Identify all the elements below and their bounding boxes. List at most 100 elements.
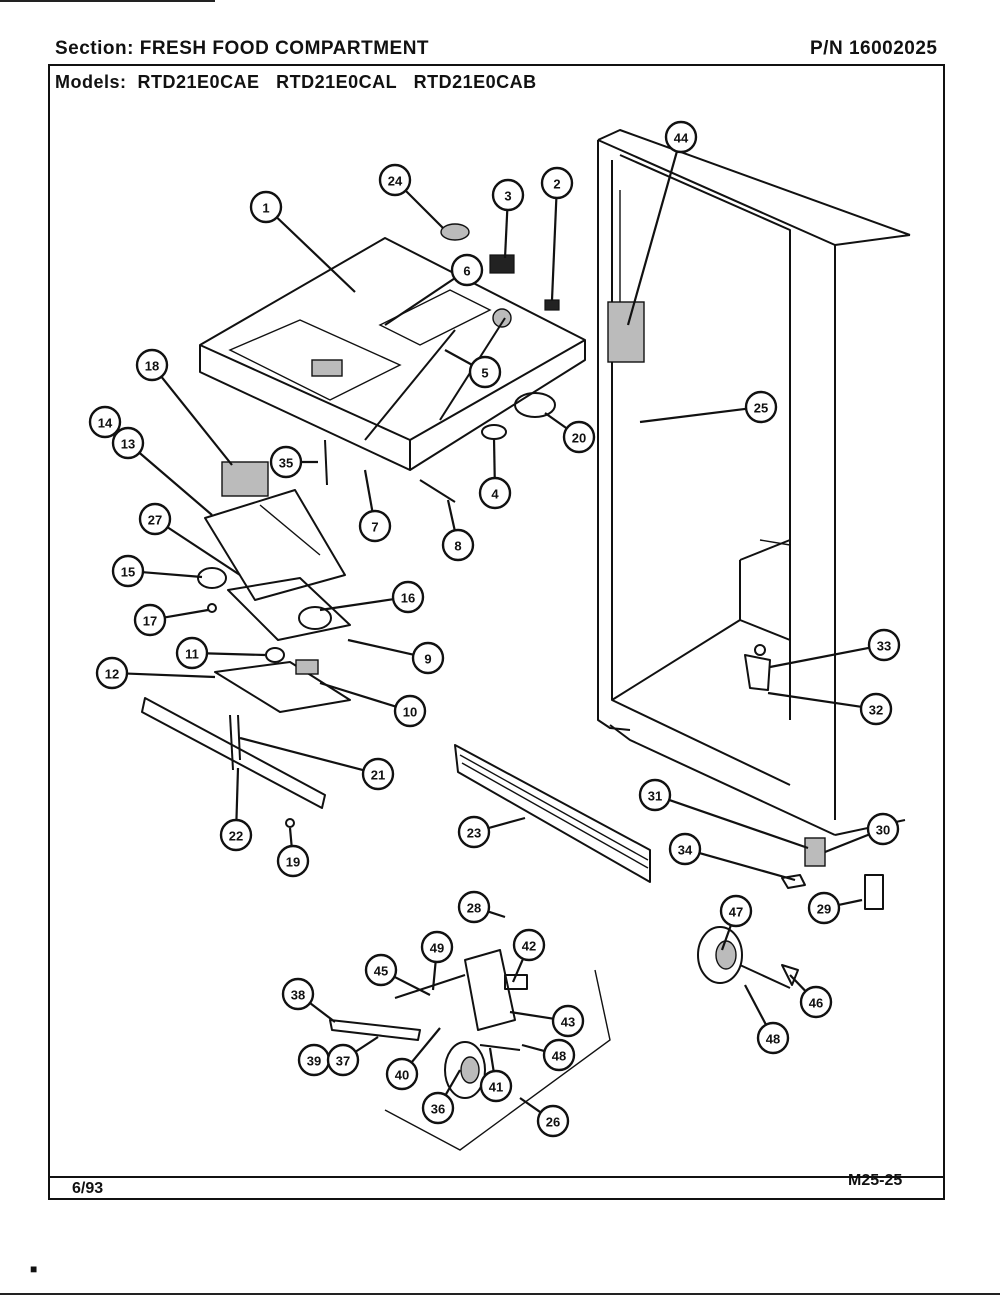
callout-number: 3 — [504, 189, 511, 204]
callout-circle — [385, 1057, 419, 1091]
callout-21: 21 — [361, 757, 395, 791]
callout-5: 5 — [468, 355, 502, 389]
leader-line-44 — [626, 151, 678, 326]
hinge-block — [607, 301, 645, 363]
callout-27: 27 — [138, 502, 172, 536]
callout-number: 12 — [105, 667, 119, 682]
callout-31: 31 — [638, 778, 672, 812]
callout-number: 45 — [374, 964, 388, 979]
leader-line-47 — [720, 924, 732, 951]
leader-line-22 — [235, 767, 240, 821]
callout-2: 2 — [540, 166, 574, 200]
callout-14: 14 — [88, 405, 122, 439]
callout-34: 34 — [668, 832, 702, 866]
callout-circle — [249, 190, 283, 224]
leader-line-18 — [160, 376, 233, 466]
callout-number: 37 — [336, 1054, 350, 1069]
callout-number: 30 — [876, 823, 890, 838]
callout-36: 36 — [421, 1091, 455, 1125]
leader-line-25 — [639, 407, 747, 424]
callout-number: 14 — [98, 416, 113, 431]
callout-25: 25 — [744, 390, 778, 424]
callout-48: 48 — [756, 1021, 790, 1055]
leader-lines — [126, 151, 870, 1114]
callout-number: 5 — [481, 366, 488, 381]
callout-9: 9 — [411, 641, 445, 675]
callout-29: 29 — [807, 891, 841, 925]
callout-circle — [138, 502, 172, 536]
part-15 — [197, 567, 227, 589]
leader-line-40 — [410, 1027, 441, 1064]
knob-24 — [440, 223, 470, 241]
callout-circle — [478, 476, 512, 510]
leader-line-36 — [444, 1069, 461, 1096]
model-1: RTD21E0CAE — [137, 72, 260, 92]
callout-46: 46 — [799, 985, 833, 1019]
section-label: Section: — [55, 38, 134, 59]
control-window — [311, 359, 343, 377]
leader-line-29 — [838, 898, 863, 906]
leader-line-27 — [166, 526, 241, 576]
part-18 — [221, 461, 269, 497]
part-number: P/N 16002025 — [810, 38, 938, 59]
link-37 — [329, 1019, 421, 1041]
callout-39: 39 — [297, 1043, 331, 1077]
callout-circle — [95, 656, 129, 690]
leader-line-45 — [393, 975, 431, 996]
diagram-code: M25-25 — [848, 1172, 903, 1189]
leader-line-17 — [164, 608, 209, 619]
callout-30: 30 — [866, 812, 900, 846]
callout-number: 31 — [648, 789, 662, 804]
callout-number: 18 — [145, 359, 159, 374]
callout-23: 23 — [457, 815, 491, 849]
leader-line-33 — [769, 646, 870, 669]
part-8 — [419, 479, 456, 503]
bracket-43 — [464, 949, 516, 1031]
leader-line-19 — [288, 827, 293, 847]
callout-number: 10 — [403, 705, 417, 720]
callout-37: 37 — [326, 1043, 360, 1077]
callout-number: 25 — [754, 401, 768, 416]
callout-circle — [468, 355, 502, 389]
callout-circle — [536, 1104, 570, 1138]
callout-47: 47 — [719, 894, 753, 928]
callout-44: 44 — [664, 120, 698, 154]
callout-number: 16 — [401, 591, 415, 606]
callout-circle — [358, 509, 392, 543]
callout-circle — [391, 580, 425, 614]
callout-number: 6 — [463, 264, 470, 279]
callout-number: 13 — [121, 437, 135, 452]
callout-circle — [175, 636, 209, 670]
callout-35: 35 — [269, 445, 303, 479]
callout-circle — [135, 348, 169, 382]
callout-circle — [281, 977, 315, 1011]
callout-number: 29 — [817, 902, 831, 917]
callout-15: 15 — [111, 554, 145, 588]
leader-line-12 — [126, 672, 216, 679]
callout-number: 1 — [262, 201, 269, 216]
callout-circle — [111, 554, 145, 588]
callout-number: 39 — [307, 1054, 321, 1069]
model-2: RTD21E0CAL — [276, 72, 398, 92]
leader-line-9 — [347, 638, 414, 656]
callout-48: 48 — [542, 1038, 576, 1072]
leader-line-42 — [511, 958, 525, 983]
callout-circle — [411, 641, 445, 675]
leader-line-32 — [767, 691, 862, 708]
roller-assembly-drawing — [329, 926, 799, 1151]
callout-number: 44 — [674, 131, 689, 146]
leader-line-4 — [492, 437, 496, 479]
callout-circle — [562, 420, 596, 454]
control-housing-drawing — [199, 223, 586, 503]
callout-number: 4 — [491, 487, 499, 502]
callout-circle — [491, 178, 525, 212]
callout-16: 16 — [391, 580, 425, 614]
callout-number: 11 — [185, 647, 199, 662]
revision-date: 6/93 — [72, 1180, 104, 1197]
models-label: Models: — [55, 72, 127, 92]
callout-number: 33 — [877, 639, 891, 654]
leader-line-16 — [319, 598, 394, 612]
callout-circle — [540, 166, 574, 200]
leader-line-28 — [487, 910, 506, 919]
callout-circle — [276, 844, 310, 878]
